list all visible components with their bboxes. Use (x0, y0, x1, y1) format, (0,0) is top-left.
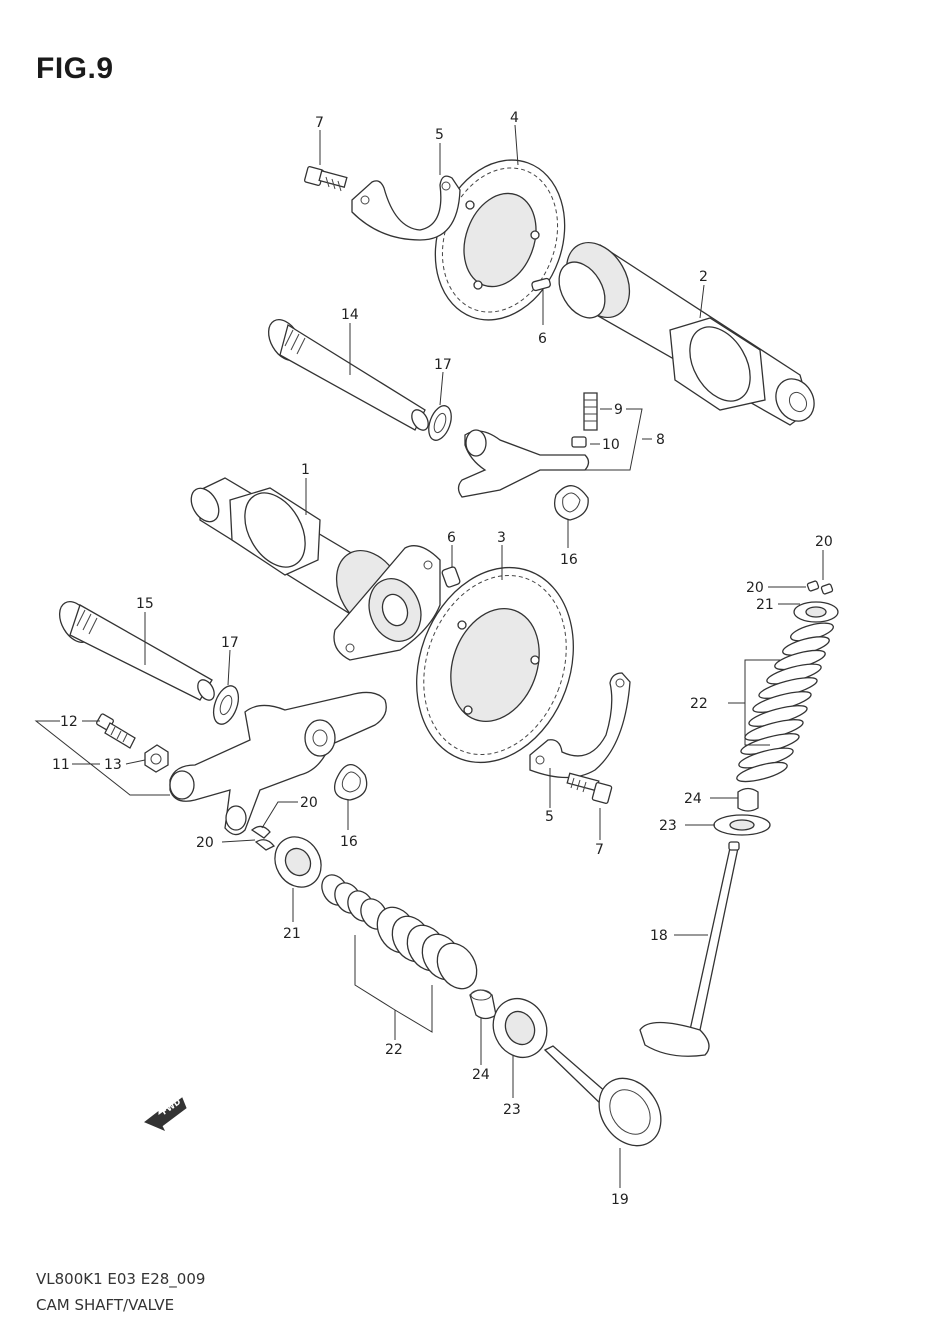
callout-7: 7 (315, 115, 324, 131)
callout-23: 23 (659, 818, 677, 834)
callout-21: 21 (756, 597, 774, 613)
rear-valve-cotters (806, 580, 834, 595)
upper-cam-bracket (351, 175, 461, 241)
upper-dowel-pin (531, 277, 551, 292)
callout-1: 1 (301, 462, 310, 478)
front-spring-retainer (274, 836, 322, 888)
callout-18: 18 (650, 928, 668, 944)
callout-16: 16 (560, 552, 578, 568)
rear-spring-retainer (793, 601, 839, 623)
callout-7-front: 7 (595, 842, 604, 858)
leader-lines (34, 124, 824, 1188)
front-valve-springs (321, 874, 478, 990)
callout-24-front: 24 (472, 1067, 490, 1083)
front-rocker-washer (212, 685, 240, 725)
callout-22: 22 (690, 696, 708, 712)
front-valve-cotters (250, 825, 276, 851)
section-name: CAM SHAFT/VALVE (36, 1296, 175, 1314)
callout-21-front: 21 (283, 926, 301, 942)
model-code: VL800K1 E03 E28_009 (36, 1270, 206, 1288)
front-valve-stem-seal (469, 989, 497, 1020)
callout-19: 19 (611, 1192, 629, 1208)
front-rocker-arm (169, 691, 387, 836)
callout-15: 15 (136, 596, 154, 612)
callout-labels: 7 5 4 2 6 14 17 9 10 8 16 1 6 3 20 20 21… (52, 110, 833, 1208)
callout-6: 6 (538, 331, 547, 347)
callout-10: 10 (602, 437, 620, 453)
front-bolt (566, 772, 613, 804)
callout-14: 14 (341, 307, 359, 323)
callout-20: 20 (815, 534, 833, 550)
rear-exhaust-valve (639, 841, 740, 1057)
front-intake-valve (543, 1045, 662, 1147)
rear-valve-spring (736, 622, 834, 783)
callout-24: 24 (684, 791, 702, 807)
callout-22-front: 22 (385, 1042, 403, 1058)
forward-direction-arrow: FWD (144, 1097, 187, 1131)
callout-5-front: 5 (545, 809, 554, 825)
callout-20-second: 20 (746, 580, 764, 596)
front-rocker-pad (333, 764, 368, 801)
callout-11: 11 (52, 757, 70, 773)
callout-23-front: 23 (503, 1102, 521, 1118)
callout-17: 17 (434, 357, 452, 373)
figure-title: FIG.9 (36, 52, 114, 85)
front-cam-bracket (529, 672, 631, 779)
front-cam-flange (333, 545, 441, 661)
callout-9: 9 (614, 402, 623, 418)
upper-rocker-arm (457, 392, 598, 498)
front-dowel-pin (441, 566, 461, 588)
callout-13: 13 (104, 757, 122, 773)
upper-rocker-washer (428, 405, 452, 441)
callout-8: 8 (656, 432, 665, 448)
callout-2: 2 (699, 269, 708, 285)
callout-6-front: 6 (447, 530, 456, 546)
upper-cam-sprocket (434, 159, 566, 321)
front-cam-sprocket (416, 566, 574, 764)
upper-bolt (304, 166, 348, 192)
callout-20-front-second: 20 (196, 835, 214, 851)
callout-16-front: 16 (340, 834, 358, 850)
callout-3: 3 (497, 530, 506, 546)
callout-4: 4 (510, 110, 519, 126)
rear-valve-stem-seal (737, 787, 759, 812)
upper-rocker-shaft (267, 319, 429, 431)
rear-camshaft (558, 241, 815, 426)
front-rocker-shaft (58, 601, 215, 701)
adjuster-lock-nut (144, 744, 169, 773)
adjuster-screw (96, 713, 136, 749)
rear-spring-seat (713, 814, 771, 836)
callout-17-front: 17 (221, 635, 239, 651)
upper-rocker-pad (553, 485, 589, 521)
callout-20-front: 20 (300, 795, 318, 811)
callout-5: 5 (435, 127, 444, 143)
callout-12: 12 (60, 714, 78, 730)
front-spring-seat (492, 998, 548, 1058)
